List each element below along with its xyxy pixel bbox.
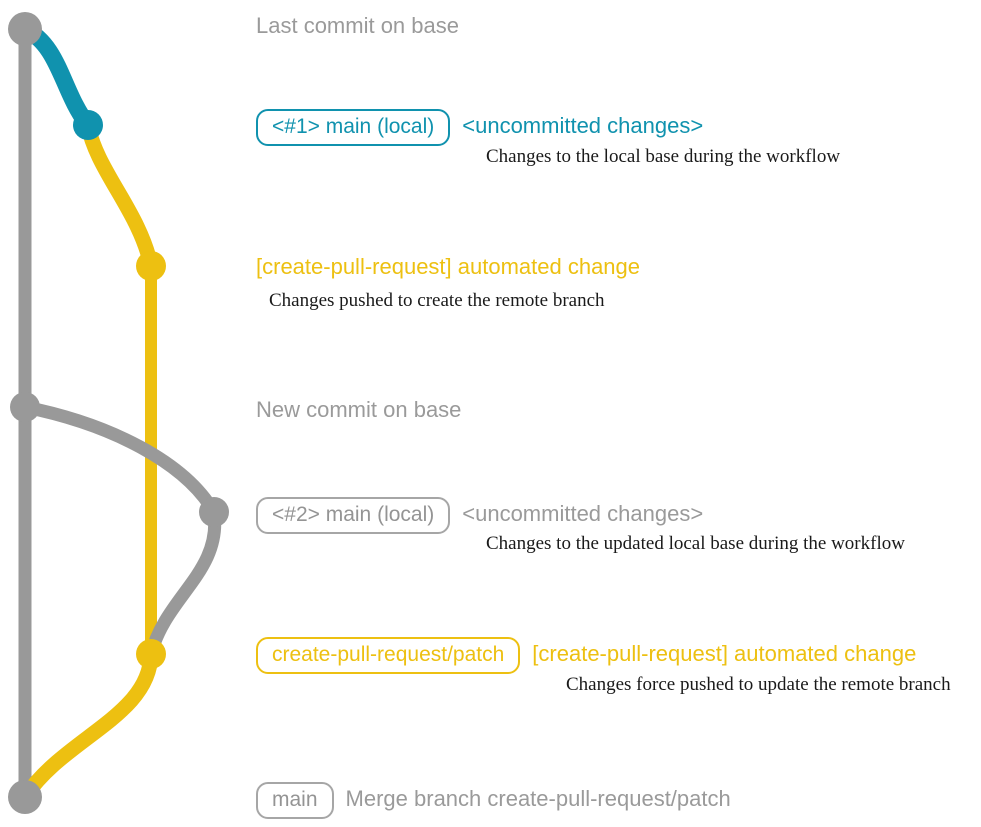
base-last-node[interactable]	[8, 12, 42, 46]
commit-row-local-2: <#2> main (local) <uncommitted changes>	[256, 497, 703, 534]
commit-note-local-1: Changes to the local base during the wor…	[486, 146, 841, 167]
local-2-node[interactable]	[199, 497, 229, 527]
commit-note-patch-updated: Changes force pushed to update the remot…	[566, 674, 951, 695]
commit-subject-base-new: New commit on base	[256, 397, 462, 422]
commit-subject-merge: Merge branch create-pull-request/patch	[345, 786, 731, 811]
commit-row-merge: main Merge branch create-pull-request/pa…	[256, 782, 731, 819]
base-new-node[interactable]	[10, 392, 40, 422]
patch-created-node[interactable]	[136, 251, 166, 281]
commit-subject-local-1: <uncommitted changes>	[462, 113, 704, 138]
commit-note-patch-created: Changes pushed to create the remote bran…	[269, 290, 605, 311]
ref-chip-create-pull-request-patch[interactable]: create-pull-request/patch	[256, 637, 521, 674]
commit-subject-patch-created: [create-pull-request] automated change	[256, 254, 641, 279]
commit-subject-patch-updated: [create-pull-request] automated change	[532, 641, 917, 666]
commit-subject-base-last: Last commit on base	[256, 13, 459, 38]
ref-chip-main[interactable]: main	[256, 782, 334, 819]
patch-branch-line-upper	[80, 117, 159, 274]
commit-subject-local-2: <uncommitted changes>	[462, 501, 704, 526]
ref-chip-main-local-2[interactable]: <#2> main (local)	[256, 497, 451, 534]
patch-merge-line	[17, 646, 159, 805]
local-1-node[interactable]	[73, 110, 103, 140]
local-branch-line-gray-lower	[144, 505, 222, 661]
commit-row-patch-updated: create-pull-request/patch [create-pull-r…	[256, 637, 916, 674]
ref-chip-main-local-1[interactable]: <#1> main (local)	[256, 109, 451, 146]
merge-node[interactable]	[8, 780, 42, 814]
commit-row-local-1: <#1> main (local) <uncommitted changes>	[256, 109, 703, 146]
local-branch-line-gray-upper	[18, 400, 221, 519]
commit-note-local-2: Changes to the updated local base during…	[486, 533, 905, 554]
patch-updated-node[interactable]	[136, 639, 166, 669]
